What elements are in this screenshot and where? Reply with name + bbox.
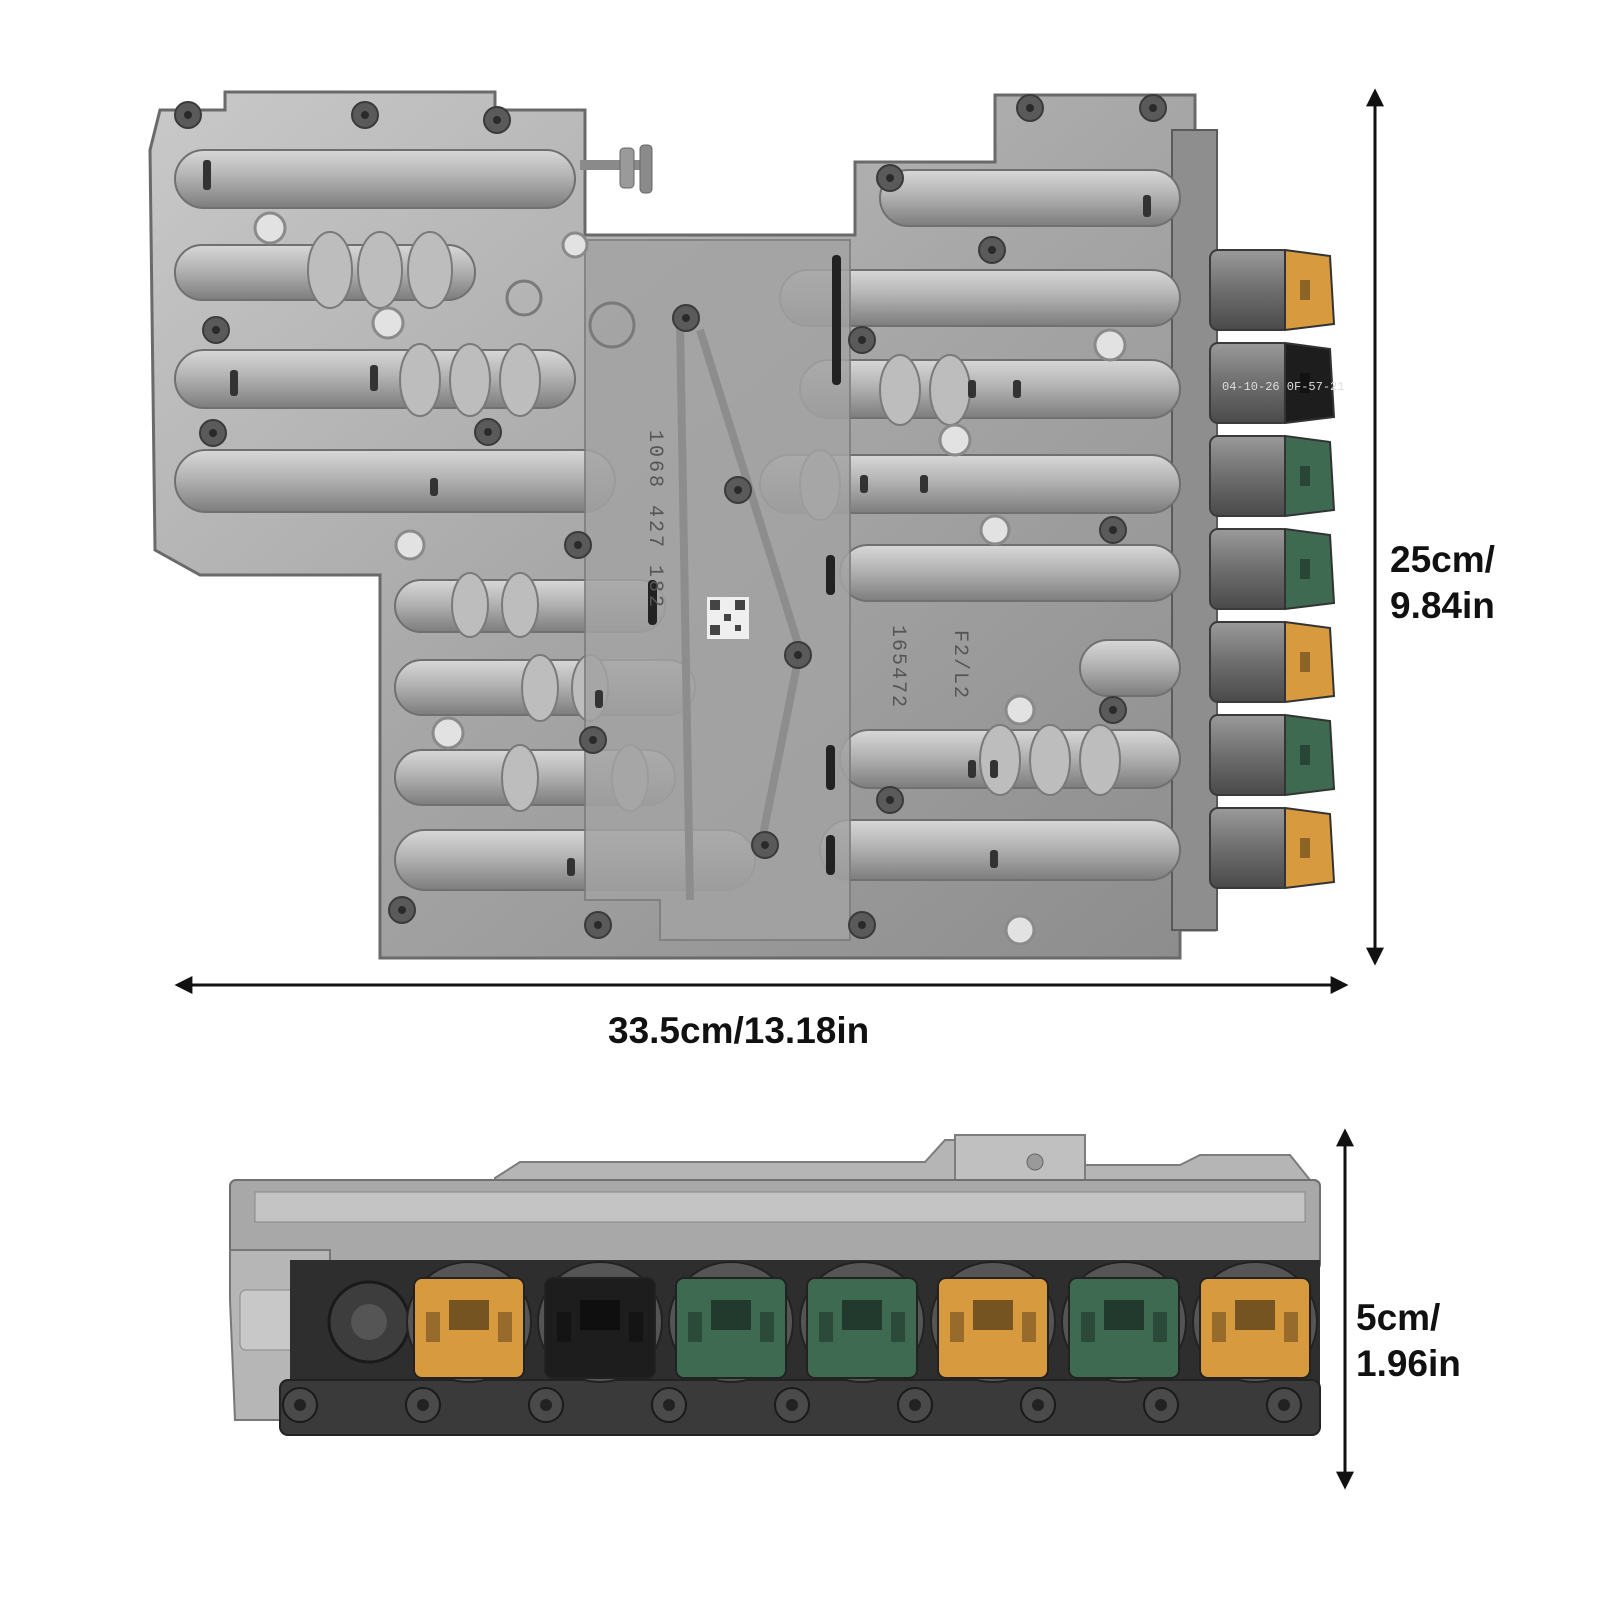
- side-connector-5: [930, 1261, 1056, 1383]
- width-dimension-label: 33.5cm/13.18in: [608, 1010, 870, 1051]
- side-connector-2: [537, 1261, 663, 1383]
- depth-dimension-label: 5cm/ 1.96in: [1356, 1295, 1461, 1387]
- side-connector-3: [668, 1261, 794, 1383]
- side-bolt-6: [897, 1387, 933, 1423]
- solenoid-4: [1209, 527, 1336, 611]
- qr-code: [707, 597, 749, 639]
- side-bolt-5: [774, 1387, 810, 1423]
- side-bolt-7: [1020, 1387, 1056, 1423]
- vent-plug-inner: [351, 1304, 387, 1340]
- solenoid-3: [1209, 434, 1336, 518]
- height-dimension-label: 25cm/ 9.84in: [1390, 537, 1495, 629]
- casting-logo-2: [505, 279, 543, 317]
- side-connector-1: [406, 1261, 532, 1383]
- solenoid-1: [1209, 248, 1336, 332]
- plug-holes: [253, 211, 1127, 946]
- casting-code-text: 165472: [886, 625, 909, 709]
- center-plate: [584, 239, 851, 941]
- port-slots: [203, 160, 1151, 876]
- side-bolt-9: [1266, 1387, 1302, 1423]
- casting-logo: [588, 301, 636, 349]
- side-bolt-4: [651, 1387, 687, 1423]
- solenoid-2: [1209, 341, 1336, 425]
- bolt-centers: [184, 104, 1157, 929]
- solenoid-date-label: 04-10-26 0F-57-21: [1222, 380, 1344, 394]
- side-connectors: [406, 1261, 1318, 1383]
- plunger-cap: [639, 144, 653, 194]
- side-bolt-2: [405, 1387, 441, 1423]
- side-bolt-1: [282, 1387, 318, 1423]
- height-label-cm: 25cm/: [1390, 539, 1495, 580]
- depth-label-in: 1.96in: [1356, 1343, 1461, 1384]
- solenoid-stack: [1209, 248, 1336, 890]
- side-bolts: [282, 1387, 1302, 1423]
- side-bolt-3: [528, 1387, 564, 1423]
- part-number-text: 1068 427 182: [643, 430, 666, 610]
- plunger-rod: [580, 160, 640, 170]
- solenoid-5: [1209, 620, 1336, 704]
- solenoid-6: [1209, 713, 1336, 797]
- retaining-clips: [648, 255, 841, 875]
- side-connector-6: [1061, 1261, 1187, 1383]
- side-connector-4: [799, 1261, 925, 1383]
- side-upper-ridge: [254, 1191, 1306, 1223]
- height-label-in: 9.84in: [1390, 585, 1495, 626]
- depth-label-cm: 5cm/: [1356, 1297, 1441, 1338]
- plunger-head: [619, 147, 635, 189]
- casting-mark-text: F2/L2: [948, 630, 971, 700]
- side-connector-7: [1192, 1261, 1318, 1383]
- side-boss-hole: [1026, 1153, 1044, 1171]
- side-bolt-8: [1143, 1387, 1179, 1423]
- solenoid-7: [1209, 806, 1336, 890]
